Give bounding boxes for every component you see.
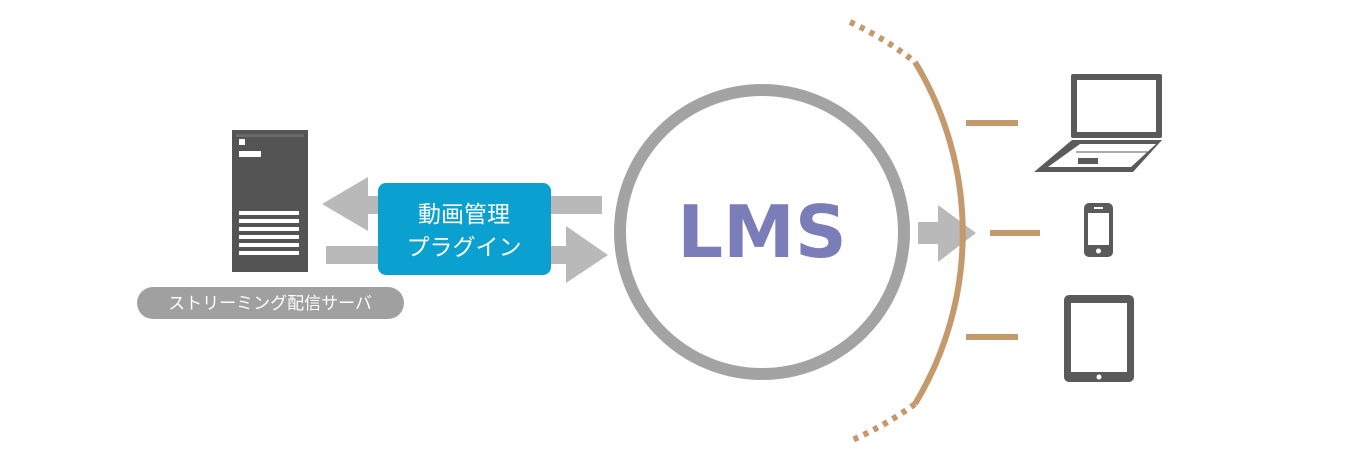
server-label-badge: ストリーミング配信サーバ — [137, 287, 404, 319]
plugin-label-line1: 動画管理 — [418, 202, 510, 228]
lms-label: LMS — [677, 190, 846, 274]
server-icon — [232, 130, 308, 272]
plugin-label-line2: プラグイン — [407, 235, 522, 261]
delivery-arc — [848, 19, 1040, 444]
arc-branch-middle — [990, 230, 1040, 236]
laptop-icon — [1034, 74, 1162, 172]
lms-circle: LMS — [614, 84, 910, 380]
smartphone-icon — [1084, 203, 1113, 257]
plugin-box: 動画管理 プラグイン — [378, 183, 551, 275]
server-label: ストリーミング配信サーバ — [168, 294, 372, 314]
tablet-icon — [1064, 295, 1134, 382]
arc-branch-bottom — [966, 334, 1018, 340]
arrow-to-devices — [918, 205, 976, 262]
arc-branch-top — [966, 120, 1018, 126]
